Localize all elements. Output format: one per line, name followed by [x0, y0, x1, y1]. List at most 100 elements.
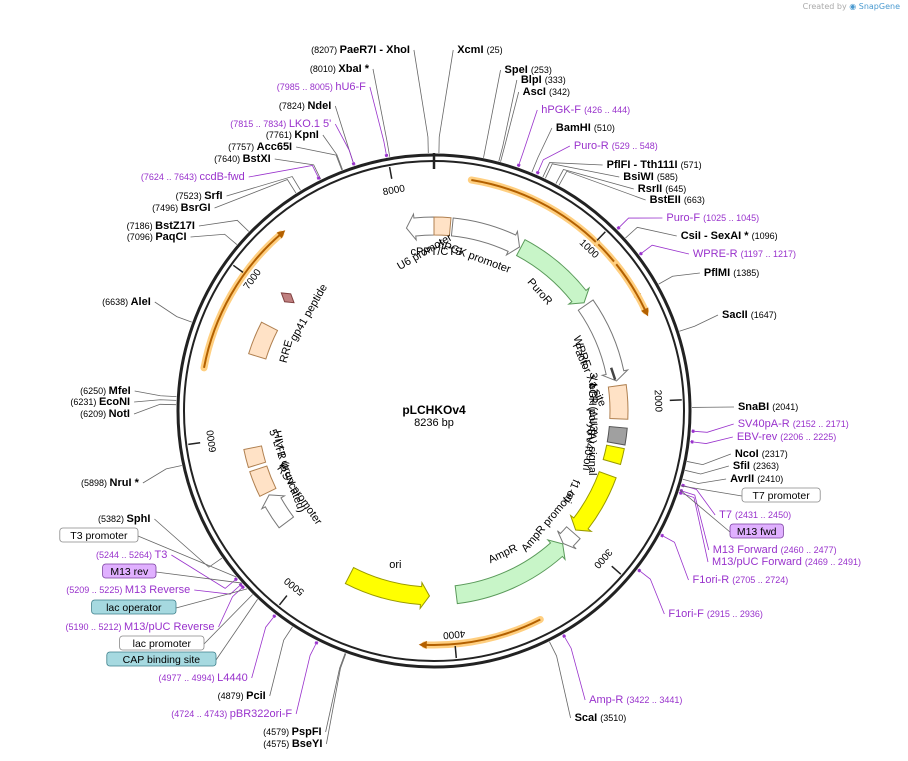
5-ltr-truncated-feature — [249, 465, 277, 498]
enzyme-position: (8010) — [310, 64, 339, 74]
primer-label[interactable]: (4977 .. 4994) L4440 — [159, 672, 248, 684]
primer-label[interactable]: T7 (2431 .. 2450) — [719, 509, 791, 521]
enzyme-label[interactable]: (6209) NotI — [80, 408, 130, 420]
leader-line — [325, 653, 346, 733]
enzyme-label[interactable]: (7523) SrfI — [176, 190, 223, 202]
enzyme-name: BseYI — [292, 738, 323, 750]
enzyme-label[interactable]: (4579) PspFI — [263, 726, 321, 738]
enzyme-label[interactable]: (5898) NruI * — [81, 477, 140, 489]
enzyme-label[interactable]: (7096) PaqCI — [127, 231, 187, 243]
enzyme-label[interactable]: BamHI (510) — [556, 122, 615, 134]
enzyme-label[interactable]: SpeI (253) — [505, 64, 552, 76]
primer-name: L4440 — [217, 672, 248, 684]
enzyme-label[interactable]: (7757) Acc65I — [228, 141, 292, 153]
leader-line — [679, 489, 731, 533]
primer-mark — [238, 582, 243, 587]
enzyme-label[interactable]: (7186) BstZ17I — [127, 220, 195, 232]
orf-layer — [200, 176, 650, 649]
tick-label: 2000 — [652, 390, 664, 413]
leader-line — [438, 49, 454, 154]
enzyme-label[interactable]: AscI (342) — [523, 86, 570, 98]
enzyme-label[interactable]: (4575) BseYI — [263, 738, 322, 750]
primer-label[interactable]: SV40pA-R (2152 .. 2171) — [738, 418, 849, 430]
enzyme-name: PspFI — [292, 726, 322, 738]
enzyme-label[interactable]: (8010) XbaI * — [310, 63, 370, 75]
enzyme-label[interactable]: (7761) KpnI — [266, 129, 319, 141]
cppt-cts-feature — [433, 216, 452, 237]
primer-label[interactable]: hPGK-F (426 .. 444) — [541, 104, 630, 116]
enzyme-label[interactable]: (7640) BstXI — [214, 153, 271, 165]
enzyme-label[interactable]: (7496) BsrGI — [152, 202, 211, 214]
primer-label[interactable]: Puro-R (529 .. 548) — [574, 140, 658, 152]
primer-range: (2460 .. 2477) — [781, 545, 837, 555]
enzyme-label[interactable]: (5382) SphI — [98, 513, 150, 525]
orf-line — [471, 179, 599, 246]
enzyme-position: (510) — [594, 123, 615, 133]
leader-line — [616, 217, 663, 230]
primer-range: (4724 .. 4743) — [171, 709, 230, 719]
primer-mark — [616, 225, 621, 230]
enzyme-label[interactable]: (7824) NdeI — [279, 100, 331, 112]
primer-label[interactable]: (4724 .. 4743) pBR322ori-F — [171, 708, 292, 720]
primer-name: T3 — [155, 549, 168, 561]
primer-label[interactable]: (7815 .. 7834) LKO.1 5' — [230, 118, 331, 130]
primer-range: (5209 .. 5225) — [66, 585, 125, 595]
primer-label[interactable]: F1ori-F (2915 .. 2936) — [668, 608, 763, 620]
primer-name: M13/pUC Forward — [712, 556, 805, 568]
primer-label[interactable]: F1ori-R (2705 .. 2724) — [692, 574, 788, 586]
enzyme-label[interactable]: AvrII (2410) — [730, 473, 783, 485]
enzyme-label[interactable]: SnaBI (2041) — [738, 401, 798, 413]
primer-range: (529 .. 548) — [612, 141, 658, 151]
enzyme-label[interactable]: PflFI - Tth111I (571) — [607, 159, 702, 171]
enzyme-label[interactable]: BsiWI (585) — [623, 171, 678, 183]
enzyme-name: SfiI — [733, 460, 753, 472]
enzyme-label[interactable]: ScaI (3510) — [575, 712, 627, 724]
primer-label[interactable]: M13/pUC Forward (2469 .. 2491) — [712, 556, 861, 568]
enzyme-label[interactable]: (6231) EcoNI — [70, 396, 130, 408]
primer-label[interactable]: (5209 .. 5225) M13 Reverse — [66, 584, 190, 596]
primer-mark — [660, 533, 665, 538]
enzyme-label[interactable]: RsrII (645) — [638, 183, 687, 195]
enzyme-label[interactable]: SacII (1647) — [722, 309, 777, 321]
primer-mark — [562, 634, 567, 638]
feature-label: 3' LTR (ΔU3) — [587, 372, 599, 435]
feature-tag-label: T7 promoter — [753, 490, 811, 502]
enzyme-label[interactable]: BlpI (333) — [521, 74, 566, 86]
enzyme-label[interactable]: (6250) MfeI — [80, 385, 131, 397]
enzyme-label[interactable]: (4879) PciI — [218, 690, 266, 702]
primer-mark — [637, 568, 642, 573]
enzyme-label[interactable]: NcoI (2317) — [735, 448, 788, 460]
primer-label[interactable]: (7624 .. 7643) ccdB-fwd — [141, 171, 245, 183]
enzyme-position: (1647) — [751, 310, 777, 320]
enzyme-label[interactable]: BstEII (663) — [650, 194, 705, 206]
primer-label[interactable]: EBV-rev (2206 .. 2225) — [737, 431, 836, 443]
enzyme-label[interactable]: PflMI (1385) — [704, 267, 759, 279]
feature-label: cPPT/CTS — [410, 246, 462, 258]
primer-label[interactable]: Amp-R (3422 .. 3441) — [589, 694, 682, 706]
primer-label[interactable]: Puro-F (1025 .. 1045) — [666, 212, 759, 224]
enzyme-label[interactable]: SfiI (2363) — [733, 460, 779, 472]
enzyme-position: (2041) — [772, 402, 798, 412]
enzyme-label[interactable]: (8207) PaeR7I - XhoI — [311, 44, 410, 56]
primer-label[interactable]: (5190 .. 5212) M13/pUC Reverse — [65, 621, 214, 633]
primer-label[interactable]: WPRE-R (1197 .. 1217) — [693, 248, 796, 260]
enzyme-name: EcoNI — [99, 396, 130, 408]
primer-name: LKO.1 5' — [289, 118, 331, 130]
credit-brand: SnapGene — [858, 2, 900, 11]
leader-line — [549, 641, 571, 719]
primer-range: (4977 .. 4994) — [159, 673, 218, 683]
feature-tag-box — [729, 523, 784, 539]
enzyme-label[interactable]: CsiI - SexAI * (1096) — [681, 230, 778, 242]
primer-label[interactable]: M13 Forward (2460 .. 2477) — [713, 544, 837, 556]
enzyme-position: (333) — [545, 75, 566, 85]
gp41-peptide-feature — [280, 292, 295, 304]
primer-name: pBR322ori-F — [230, 708, 293, 720]
primer-label[interactable]: (5244 .. 5264) T3 — [96, 549, 167, 561]
primer-label[interactable]: (7985 .. 8005) hU6-F — [277, 81, 366, 93]
enzyme-position: (7640) — [214, 154, 243, 164]
leader-line — [625, 226, 677, 239]
enzyme-label[interactable]: (6638) AleI — [102, 296, 151, 308]
enzyme-label[interactable]: XcmI (25) — [457, 44, 502, 56]
leader-line — [215, 599, 258, 661]
